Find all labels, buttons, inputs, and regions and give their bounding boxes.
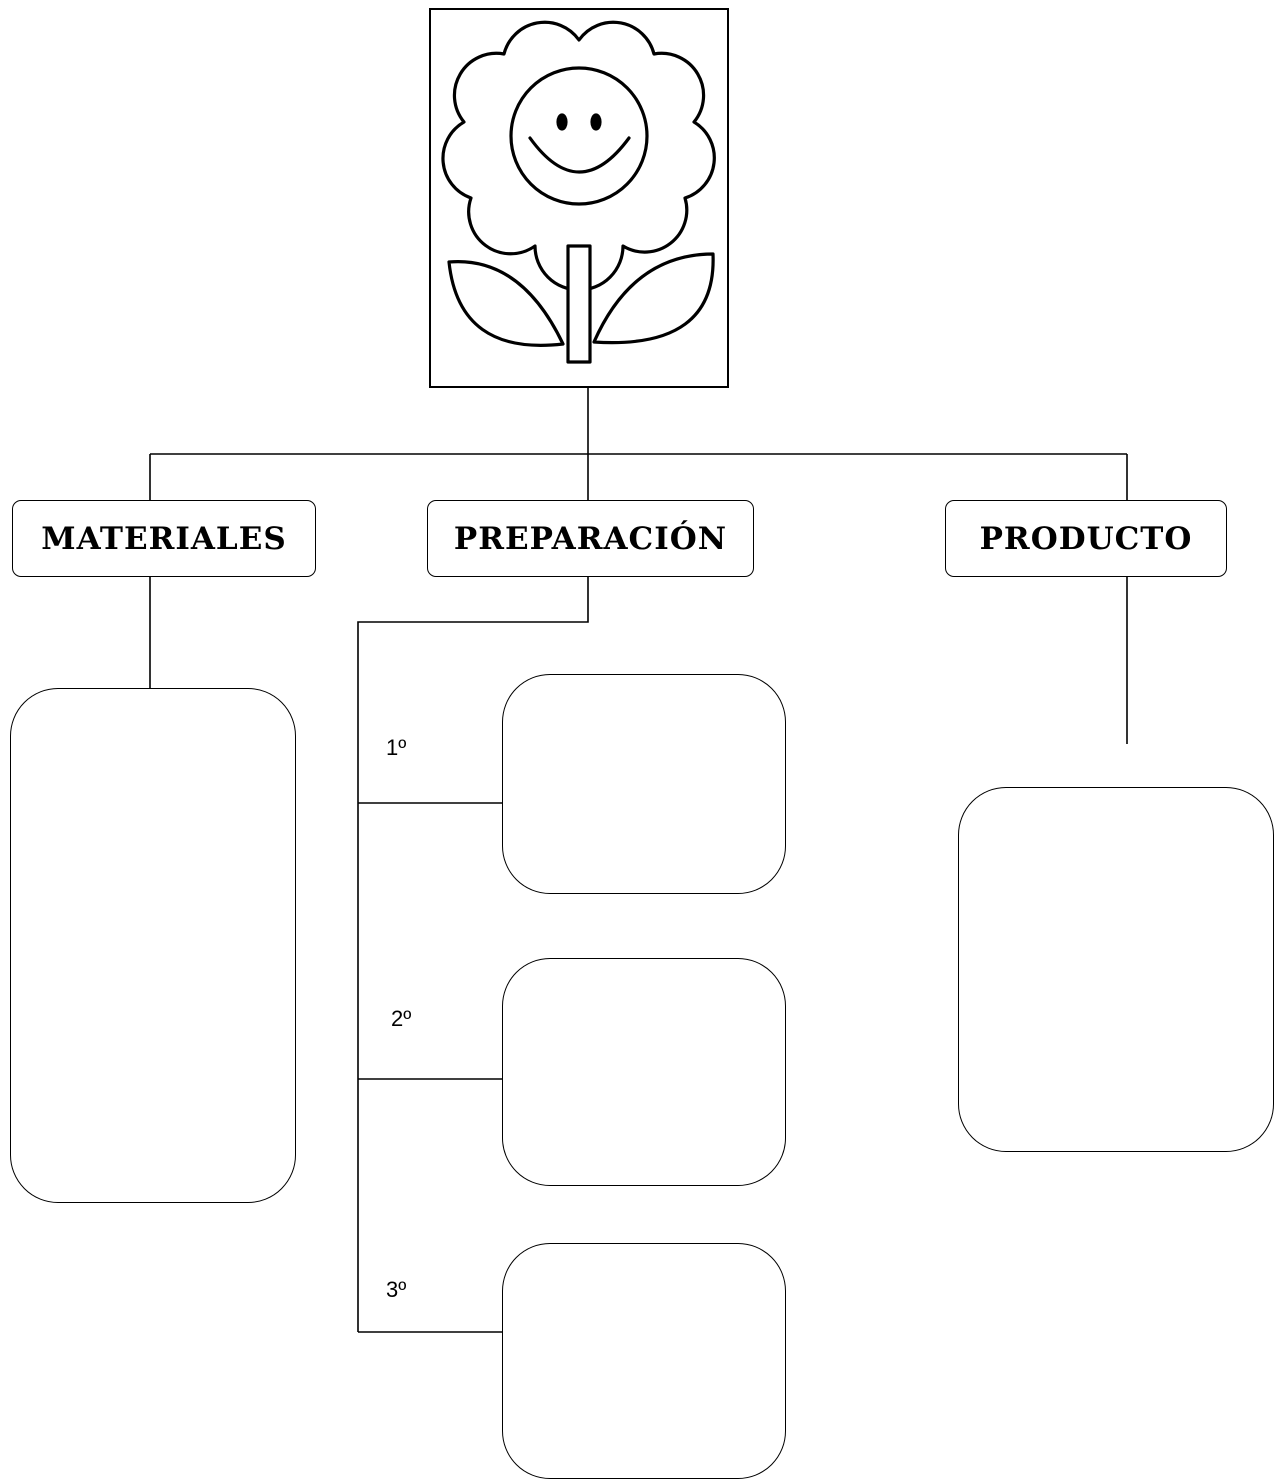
flower-illustration-frame <box>429 8 729 388</box>
materiales-answer-box[interactable] <box>10 688 296 1203</box>
materiales-header: MATERIALES <box>12 500 316 577</box>
step-3-answer-box[interactable] <box>502 1243 786 1479</box>
preparacion-header: PREPARACIÓN <box>427 500 754 577</box>
smiling-flower-icon <box>441 20 716 364</box>
producto-header: PRODUCTO <box>945 500 1227 577</box>
step-3-label: 3º <box>386 1277 407 1302</box>
step-2-label: 2º <box>391 1006 412 1031</box>
producto-answer-box[interactable] <box>958 787 1274 1152</box>
preparacion-label: PREPARACIÓN <box>453 520 728 557</box>
connector-preparacion-down <box>357 577 589 1332</box>
producto-label: PRODUCTO <box>979 520 1193 557</box>
materiales-label: MATERIALES <box>41 520 287 557</box>
step-1-label: 1º <box>386 735 407 760</box>
step-2-answer-box[interactable] <box>502 958 786 1186</box>
step-1-answer-box[interactable] <box>502 674 786 894</box>
